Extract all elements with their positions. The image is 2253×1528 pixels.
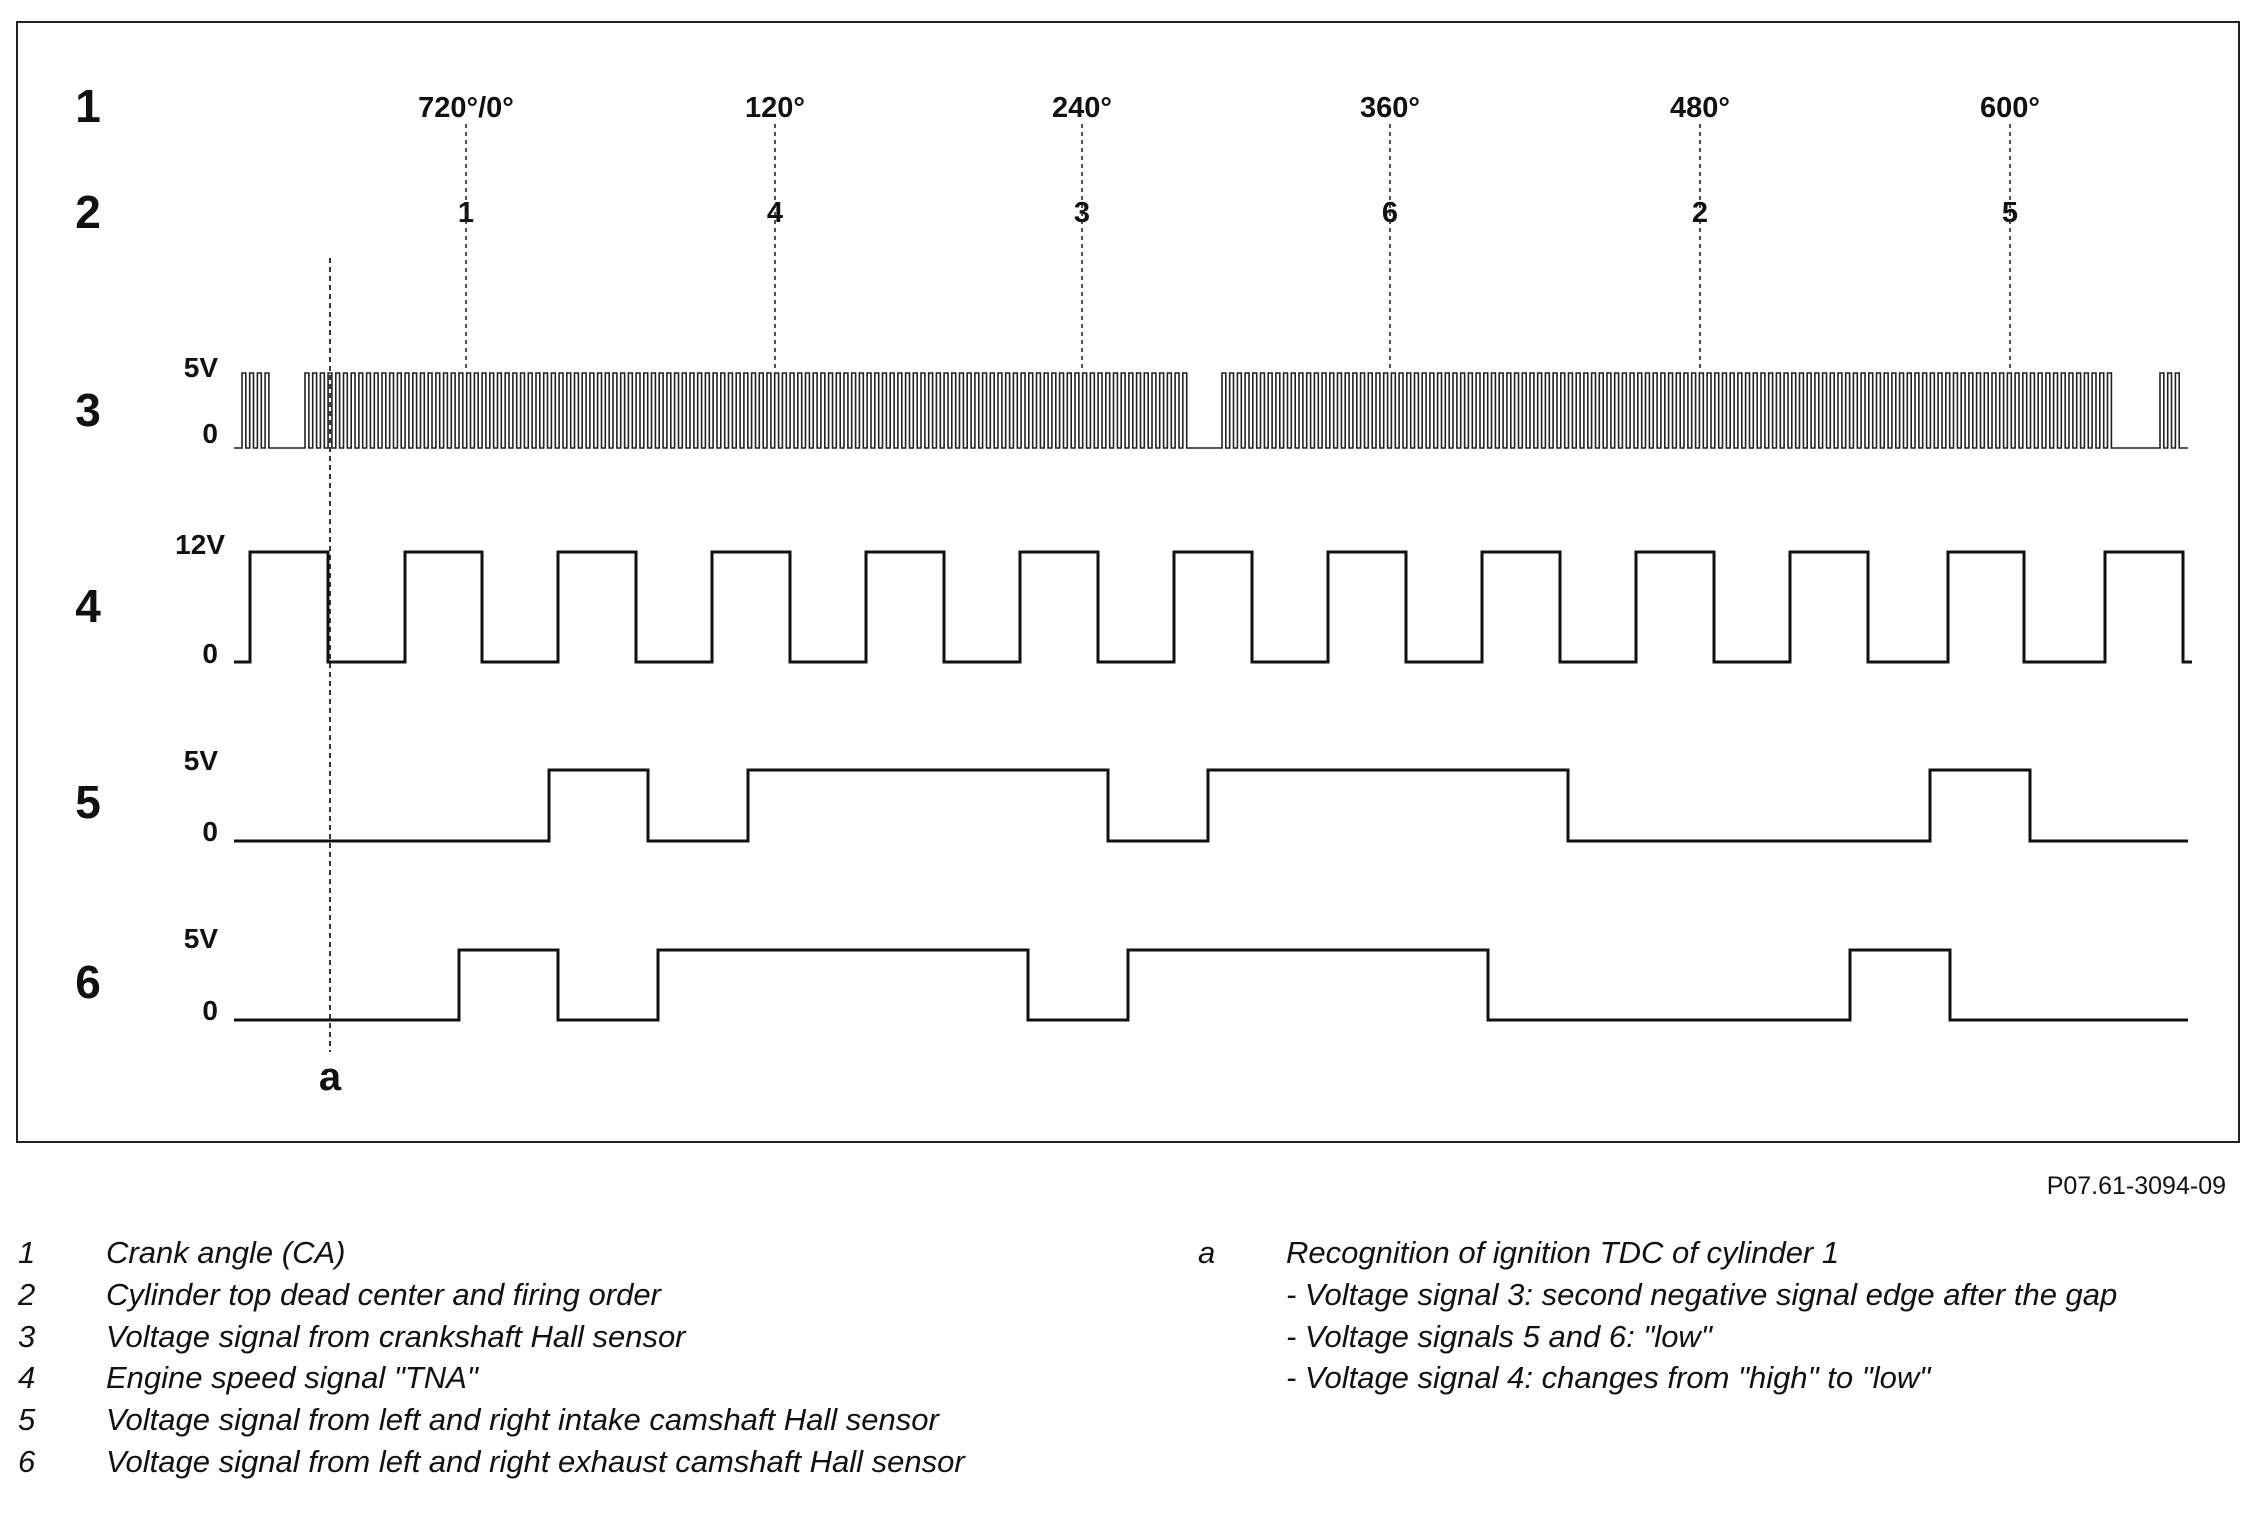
marker-legend-bullet-1: - Voltage signal 3: second negative sign… xyxy=(1286,1276,2118,1312)
crank-angle-label-5: 600° xyxy=(1980,92,2040,124)
marker-a-label: a xyxy=(319,1055,342,1099)
crank-angle-label-1: 120° xyxy=(745,92,805,124)
diagram-frame xyxy=(16,21,2240,1143)
row5-low-label: 0 xyxy=(202,816,218,847)
signal-timing-diagram: 1 2 3 4 5 6 5V 0 12V 0 5V 0 5V 0 720°/0°… xyxy=(16,21,2240,1143)
row-label-4: 4 xyxy=(75,580,101,632)
marker-legend-bullet-2: - Voltage signals 5 and 6: "low" xyxy=(1286,1318,1712,1354)
crank-angle-label-0: 720°/0° xyxy=(418,92,514,124)
row6-high-label: 5V xyxy=(184,923,219,954)
row-label-5: 5 xyxy=(75,776,101,828)
exhaust-camshaft-signal xyxy=(234,948,2188,1022)
row4-high-label: 12V xyxy=(175,529,225,560)
marker-legend-bullet-3: - Voltage signal 4: changes from "high" … xyxy=(1286,1360,1931,1396)
row-label-2: 2 xyxy=(75,186,101,238)
row6-low-label: 0 xyxy=(202,995,218,1026)
figure-reference: P07.61-3094-09 xyxy=(2046,1172,2226,1200)
engine-speed-signal xyxy=(234,550,2192,664)
row3-low-label: 0 xyxy=(202,418,218,449)
row-label-3: 3 xyxy=(75,384,101,436)
row-label-1: 1 xyxy=(75,80,101,132)
intake-camshaft-signal xyxy=(234,768,2188,843)
row5-high-label: 5V xyxy=(184,745,219,776)
crank-angle-label-2: 240° xyxy=(1052,92,1112,124)
row-label-6: 6 xyxy=(75,956,101,1008)
crank-angle-label-4: 480° xyxy=(1670,92,1730,124)
row3-high-label: 5V xyxy=(184,352,219,383)
row4-low-label: 0 xyxy=(202,638,218,669)
crank-angle-label-3: 360° xyxy=(1360,92,1420,124)
crankshaft-hall-signal xyxy=(234,372,2188,449)
